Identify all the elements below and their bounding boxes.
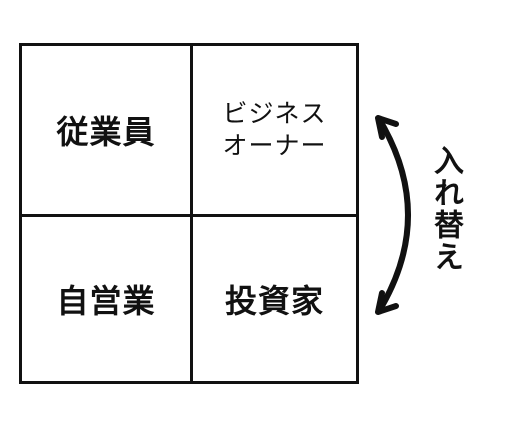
quadrant-self-employed-label: 自営業 [56,282,156,320]
quadrant-investor: 投資家 [193,217,356,381]
swap-arrow-icon [375,115,411,315]
quadrant-business-owner-label: ビジネス オーナー [222,98,326,162]
business-owner-line-2: オーナー [222,131,327,160]
horizontal-divider [22,214,356,217]
quadrant-business-owner: ビジネス オーナー [193,46,356,214]
quadrant-employee-label: 従業員 [56,113,156,151]
quadrant-employee: 従業員 [22,46,190,214]
quadrant-grid: 従業員 ビジネス オーナー 自営業 投資家 [19,43,359,384]
business-owner-line-1: ビジネス [222,99,327,128]
vertical-divider [190,46,193,381]
swap-label: 入れ替え [428,145,463,273]
quadrant-self-employed: 自営業 [22,217,190,381]
quadrant-investor-label: 投資家 [224,282,324,320]
